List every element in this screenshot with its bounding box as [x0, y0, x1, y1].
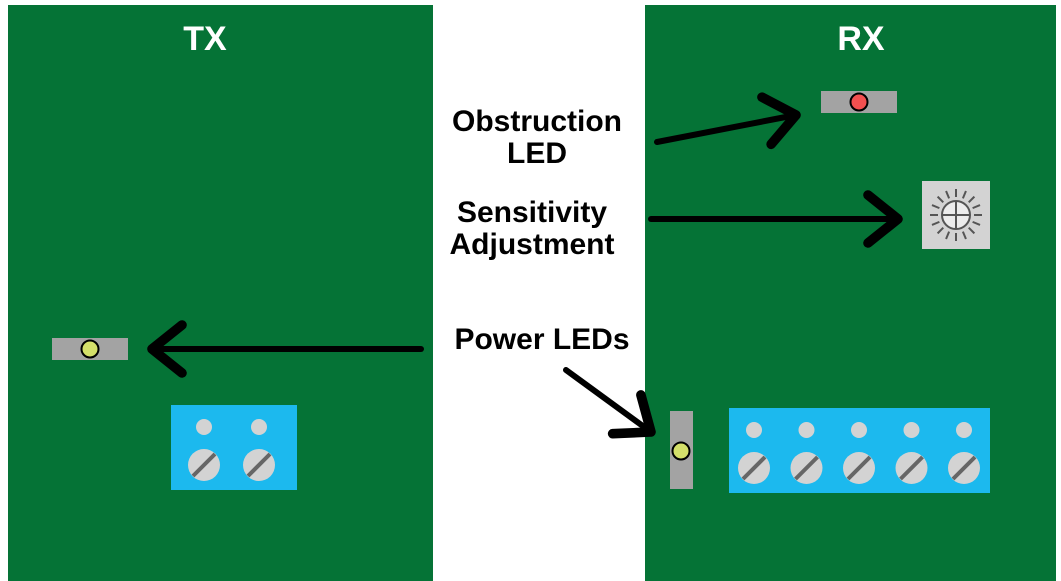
tx-terminal-block — [171, 405, 297, 490]
terminal-housing — [171, 405, 297, 490]
terminal-screw-icon — [948, 452, 980, 484]
sensitivity-callout-line2: Adjustment — [449, 228, 615, 261]
terminal-screw-icon — [243, 449, 275, 481]
terminal-hole — [798, 422, 815, 438]
terminal-hole — [746, 422, 762, 438]
obstruction-led-callout: Obstruction LED — [430, 106, 644, 170]
terminal-hole — [903, 422, 920, 438]
terminal-screw-icon — [738, 452, 770, 484]
terminal-screw-icon — [843, 452, 875, 484]
terminal-screw-icon — [895, 452, 928, 484]
rx-terminal-block — [729, 408, 990, 493]
obstruction-led-icon — [821, 91, 897, 113]
sensitivity-callout-line1: Sensitivity — [456, 196, 608, 229]
tx-power-led-icon — [52, 338, 128, 360]
terminal-hole — [851, 422, 867, 438]
terminal-hole — [956, 422, 972, 438]
terminal-hole — [251, 419, 267, 435]
power-leds-callout: Power LEDs — [436, 324, 648, 356]
obstruction-arrow — [654, 92, 801, 150]
sensitivity-adjustment-callout: Sensitivity Adjustment — [430, 197, 634, 261]
terminal-screw-icon — [188, 449, 220, 481]
terminal-hole — [196, 419, 212, 435]
obstruction-callout-line1: Obstruction — [452, 105, 622, 138]
power-callout-line1: Power LEDs — [454, 323, 630, 356]
rx-board-label: RX — [837, 20, 885, 58]
potentiometer-dial-icon — [922, 181, 990, 249]
tx-board-label: TX — [183, 20, 227, 58]
rx-power-led-icon — [670, 411, 693, 489]
rx-power-arrow — [563, 367, 656, 439]
obstruction-callout-line2: LED — [507, 137, 567, 170]
terminal-screw-icon — [790, 452, 823, 484]
